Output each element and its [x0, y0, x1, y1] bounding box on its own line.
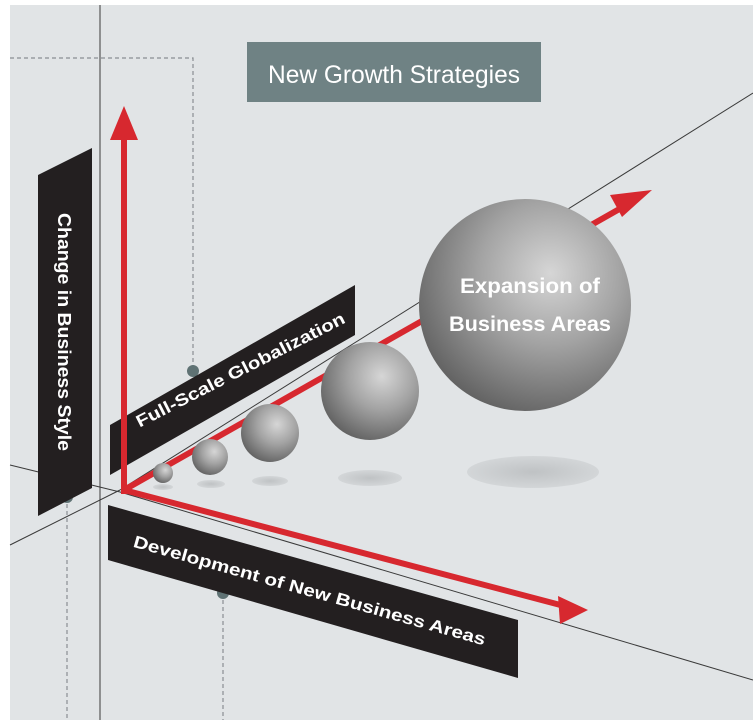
big-sphere-label-line2: Business Areas: [449, 313, 611, 336]
diagram-title: New Growth Strategies: [268, 61, 520, 89]
sphere-4: [321, 342, 419, 440]
leader-dot-globalization: [187, 365, 199, 377]
leader-lines: [10, 57, 224, 720]
vertical-label-band: [38, 148, 92, 516]
sphere-2: [192, 439, 228, 475]
horizontal-arrow-head: [558, 596, 588, 624]
sphere-3: [241, 404, 299, 462]
sphere-large: [419, 199, 631, 411]
vertical-arrow-head: [110, 106, 138, 140]
diagonal-label-band: [110, 285, 355, 475]
sphere-shadows: [153, 456, 599, 490]
diagonal-arrow-head: [610, 190, 652, 217]
sphere-1: [153, 463, 173, 483]
vertical-axis-label: Change in Business Style: [54, 213, 74, 451]
big-sphere-label-line1: Expansion of: [460, 275, 601, 298]
title-box: [247, 42, 541, 102]
horizontal-label-band: [108, 505, 518, 678]
